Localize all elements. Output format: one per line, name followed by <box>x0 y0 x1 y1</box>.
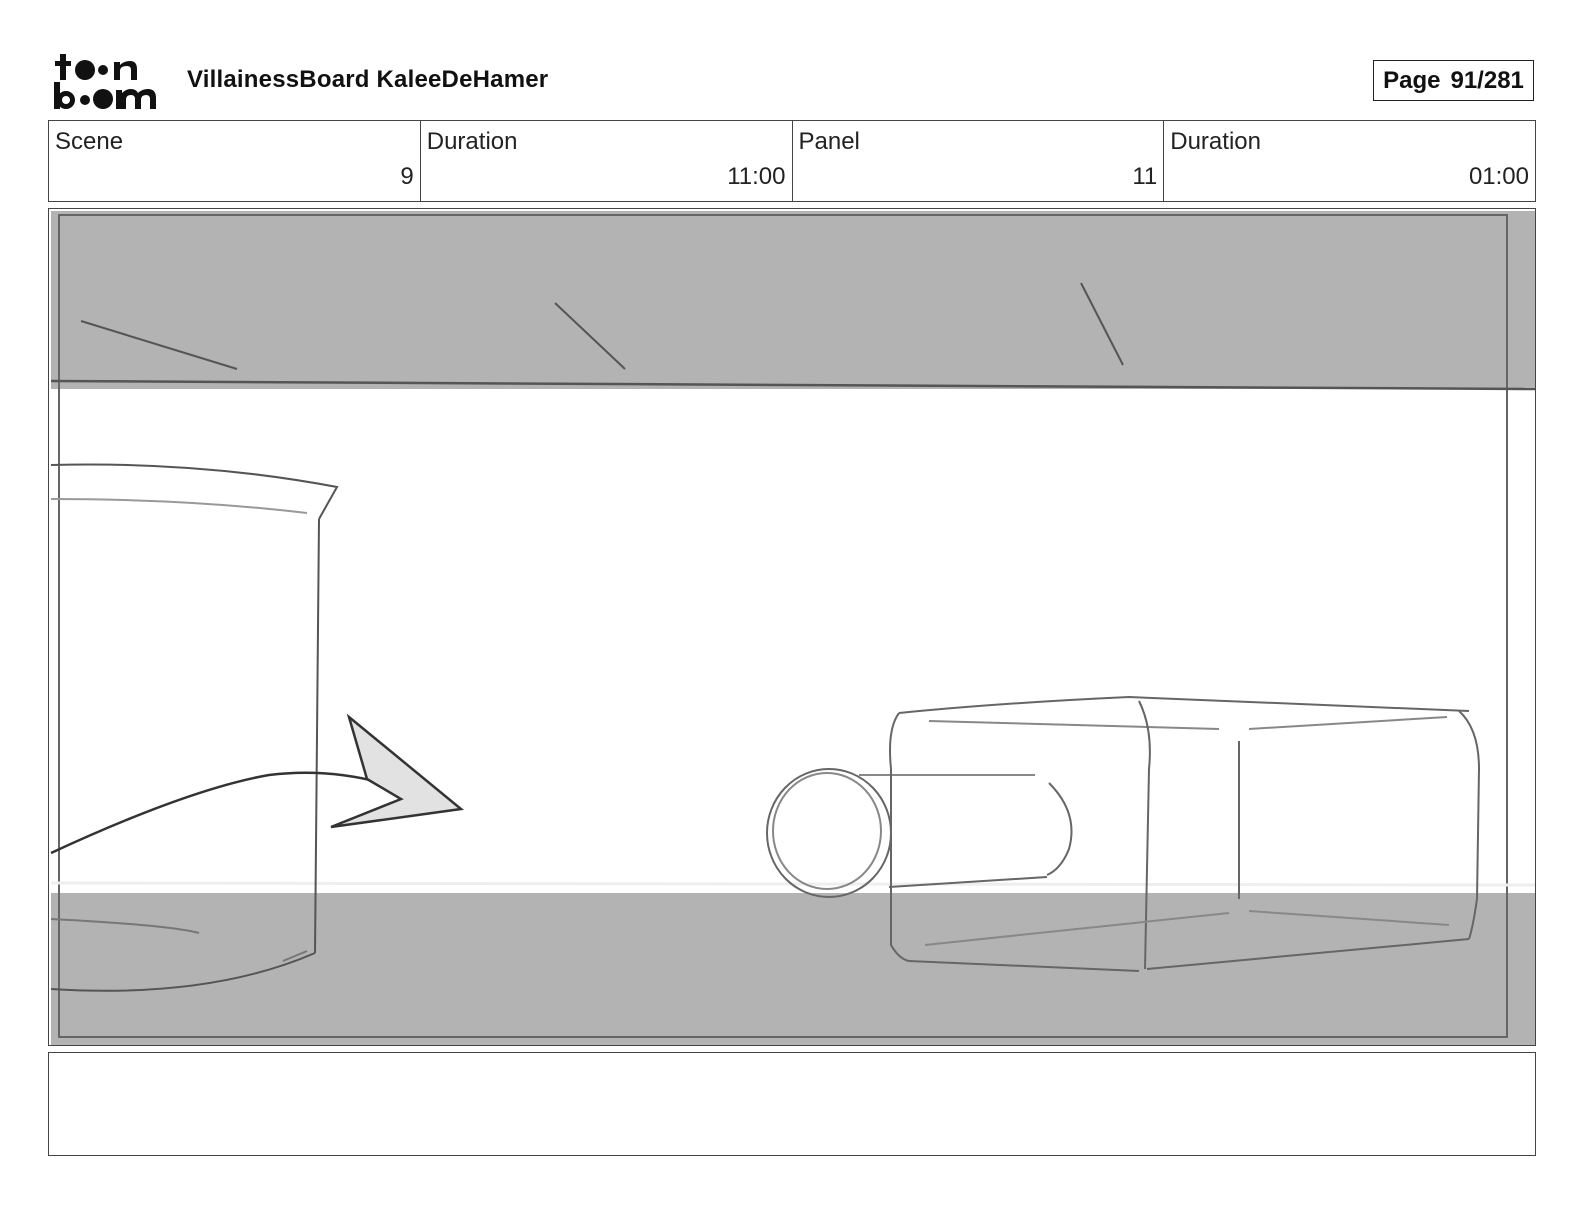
storyboard-panel <box>48 208 1536 1046</box>
panel-duration-label: Duration <box>1170 128 1261 155</box>
panel-info-row: Scene 9 Duration 11:00 Panel 11 Duration… <box>48 120 1536 202</box>
scene-duration-label: Duration <box>426 128 518 155</box>
panel-duration-cell: Duration 01:00 <box>1164 121 1535 201</box>
panel-cell: Panel 11 <box>793 121 1165 201</box>
panel-label: Panel <box>798 128 860 155</box>
notes-box <box>48 1052 1536 1156</box>
barrel-sketch <box>766 695 1481 972</box>
page-number: 91/281 <box>1450 66 1524 94</box>
panel-duration-value: 01:00 <box>1468 163 1529 190</box>
panel-sketch <box>50 211 1536 1045</box>
jar-sketch <box>50 463 339 992</box>
panel-value: 11 <box>1132 163 1158 190</box>
page-indicator: Page 91/281 <box>1373 60 1534 101</box>
bottom-band <box>51 893 1535 1045</box>
arrow-sketch <box>50 713 464 855</box>
scene-duration-value: 11:00 <box>727 163 786 190</box>
scene-cell: Scene 9 <box>49 121 421 201</box>
project-title: VillainessBoard KaleeDeHamer <box>187 66 549 93</box>
scene-duration-cell: Duration 11:00 <box>421 121 793 201</box>
scene-label: Scene <box>55 128 124 155</box>
page-label: Page <box>1383 66 1441 94</box>
toonboom-logo <box>52 50 164 112</box>
top-band <box>51 211 1535 389</box>
scene-value: 9 <box>400 163 414 190</box>
